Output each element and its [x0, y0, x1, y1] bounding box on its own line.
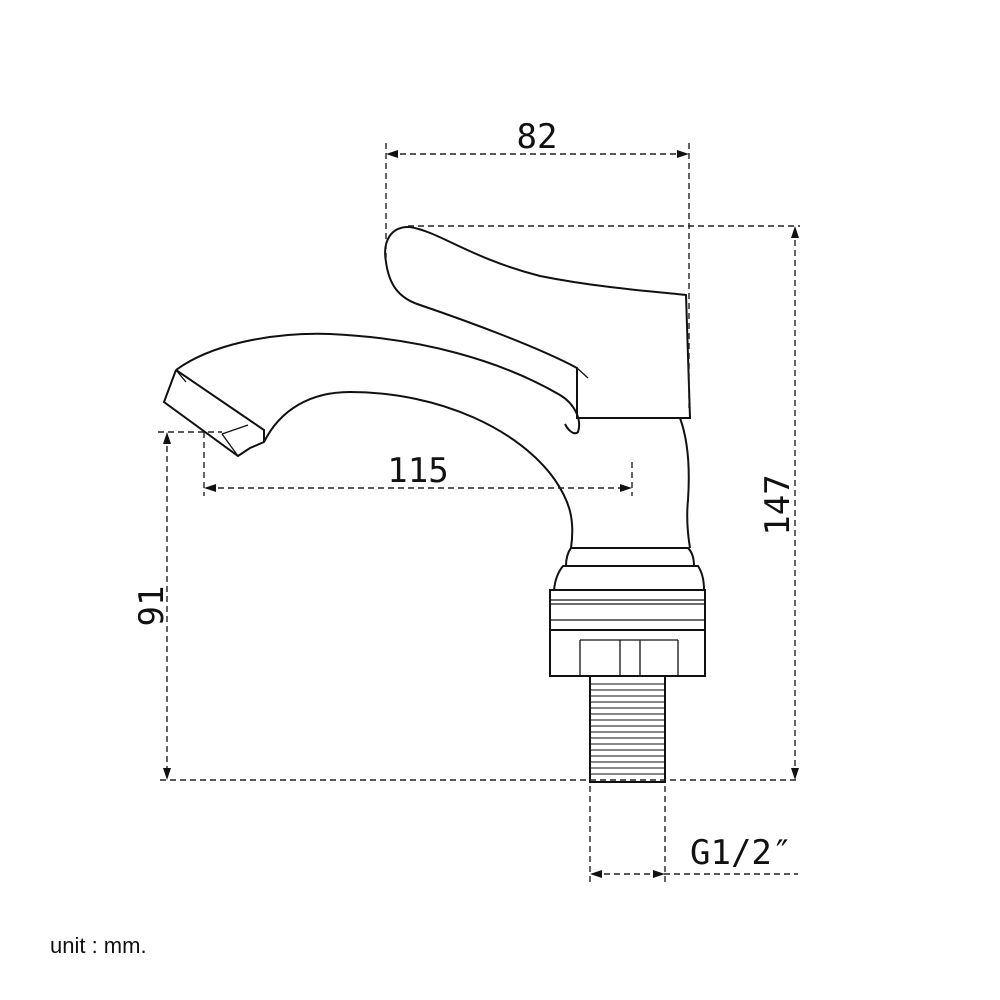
collar-nut [549, 589, 706, 631]
spout-bottom [263, 390, 574, 549]
arrow-right [620, 484, 632, 492]
hex-nut [549, 629, 706, 677]
arrow-bottom [791, 768, 799, 780]
arrow-left [204, 484, 216, 492]
arrow-left [386, 150, 398, 158]
dim-spout-reach: 115 [203, 432, 633, 496]
collar-ring-1 [564, 547, 696, 567]
dim-spout-height-label: 91 [132, 586, 172, 627]
faucet-outline [162, 225, 706, 783]
aerator [162, 369, 265, 458]
aerator-ring [221, 433, 239, 457]
arrow-bottom [163, 768, 171, 780]
dim-top-width-label: 82 [517, 117, 558, 157]
dim-total-height-label: 147 [758, 474, 798, 535]
aerator-ring-2 [221, 424, 249, 435]
collar-ring-2 [552, 565, 706, 591]
body-neck [679, 417, 691, 549]
dim-total-height: 147 [160, 225, 800, 781]
dim-thread: G1/2″ [589, 786, 798, 882]
arrow-top [791, 226, 799, 238]
dim-thread-label: G1/2″ [690, 833, 792, 873]
thread-lines [590, 683, 665, 775]
arrow-top [163, 432, 171, 444]
dim-spout-reach-label: 115 [387, 451, 448, 491]
handle-divider [576, 367, 589, 379]
arrow-right [677, 150, 689, 158]
handle-lever [384, 225, 692, 419]
aerator-edge [175, 369, 187, 383]
arrow-right [653, 870, 665, 878]
unit-note: unit : mm. [50, 933, 147, 958]
spout-top [175, 332, 580, 435]
threaded-shank [589, 675, 666, 783]
dim-top-width: 82 [385, 117, 690, 408]
dim-spout-height: 91 [132, 431, 222, 780]
arrow-left [590, 870, 602, 878]
